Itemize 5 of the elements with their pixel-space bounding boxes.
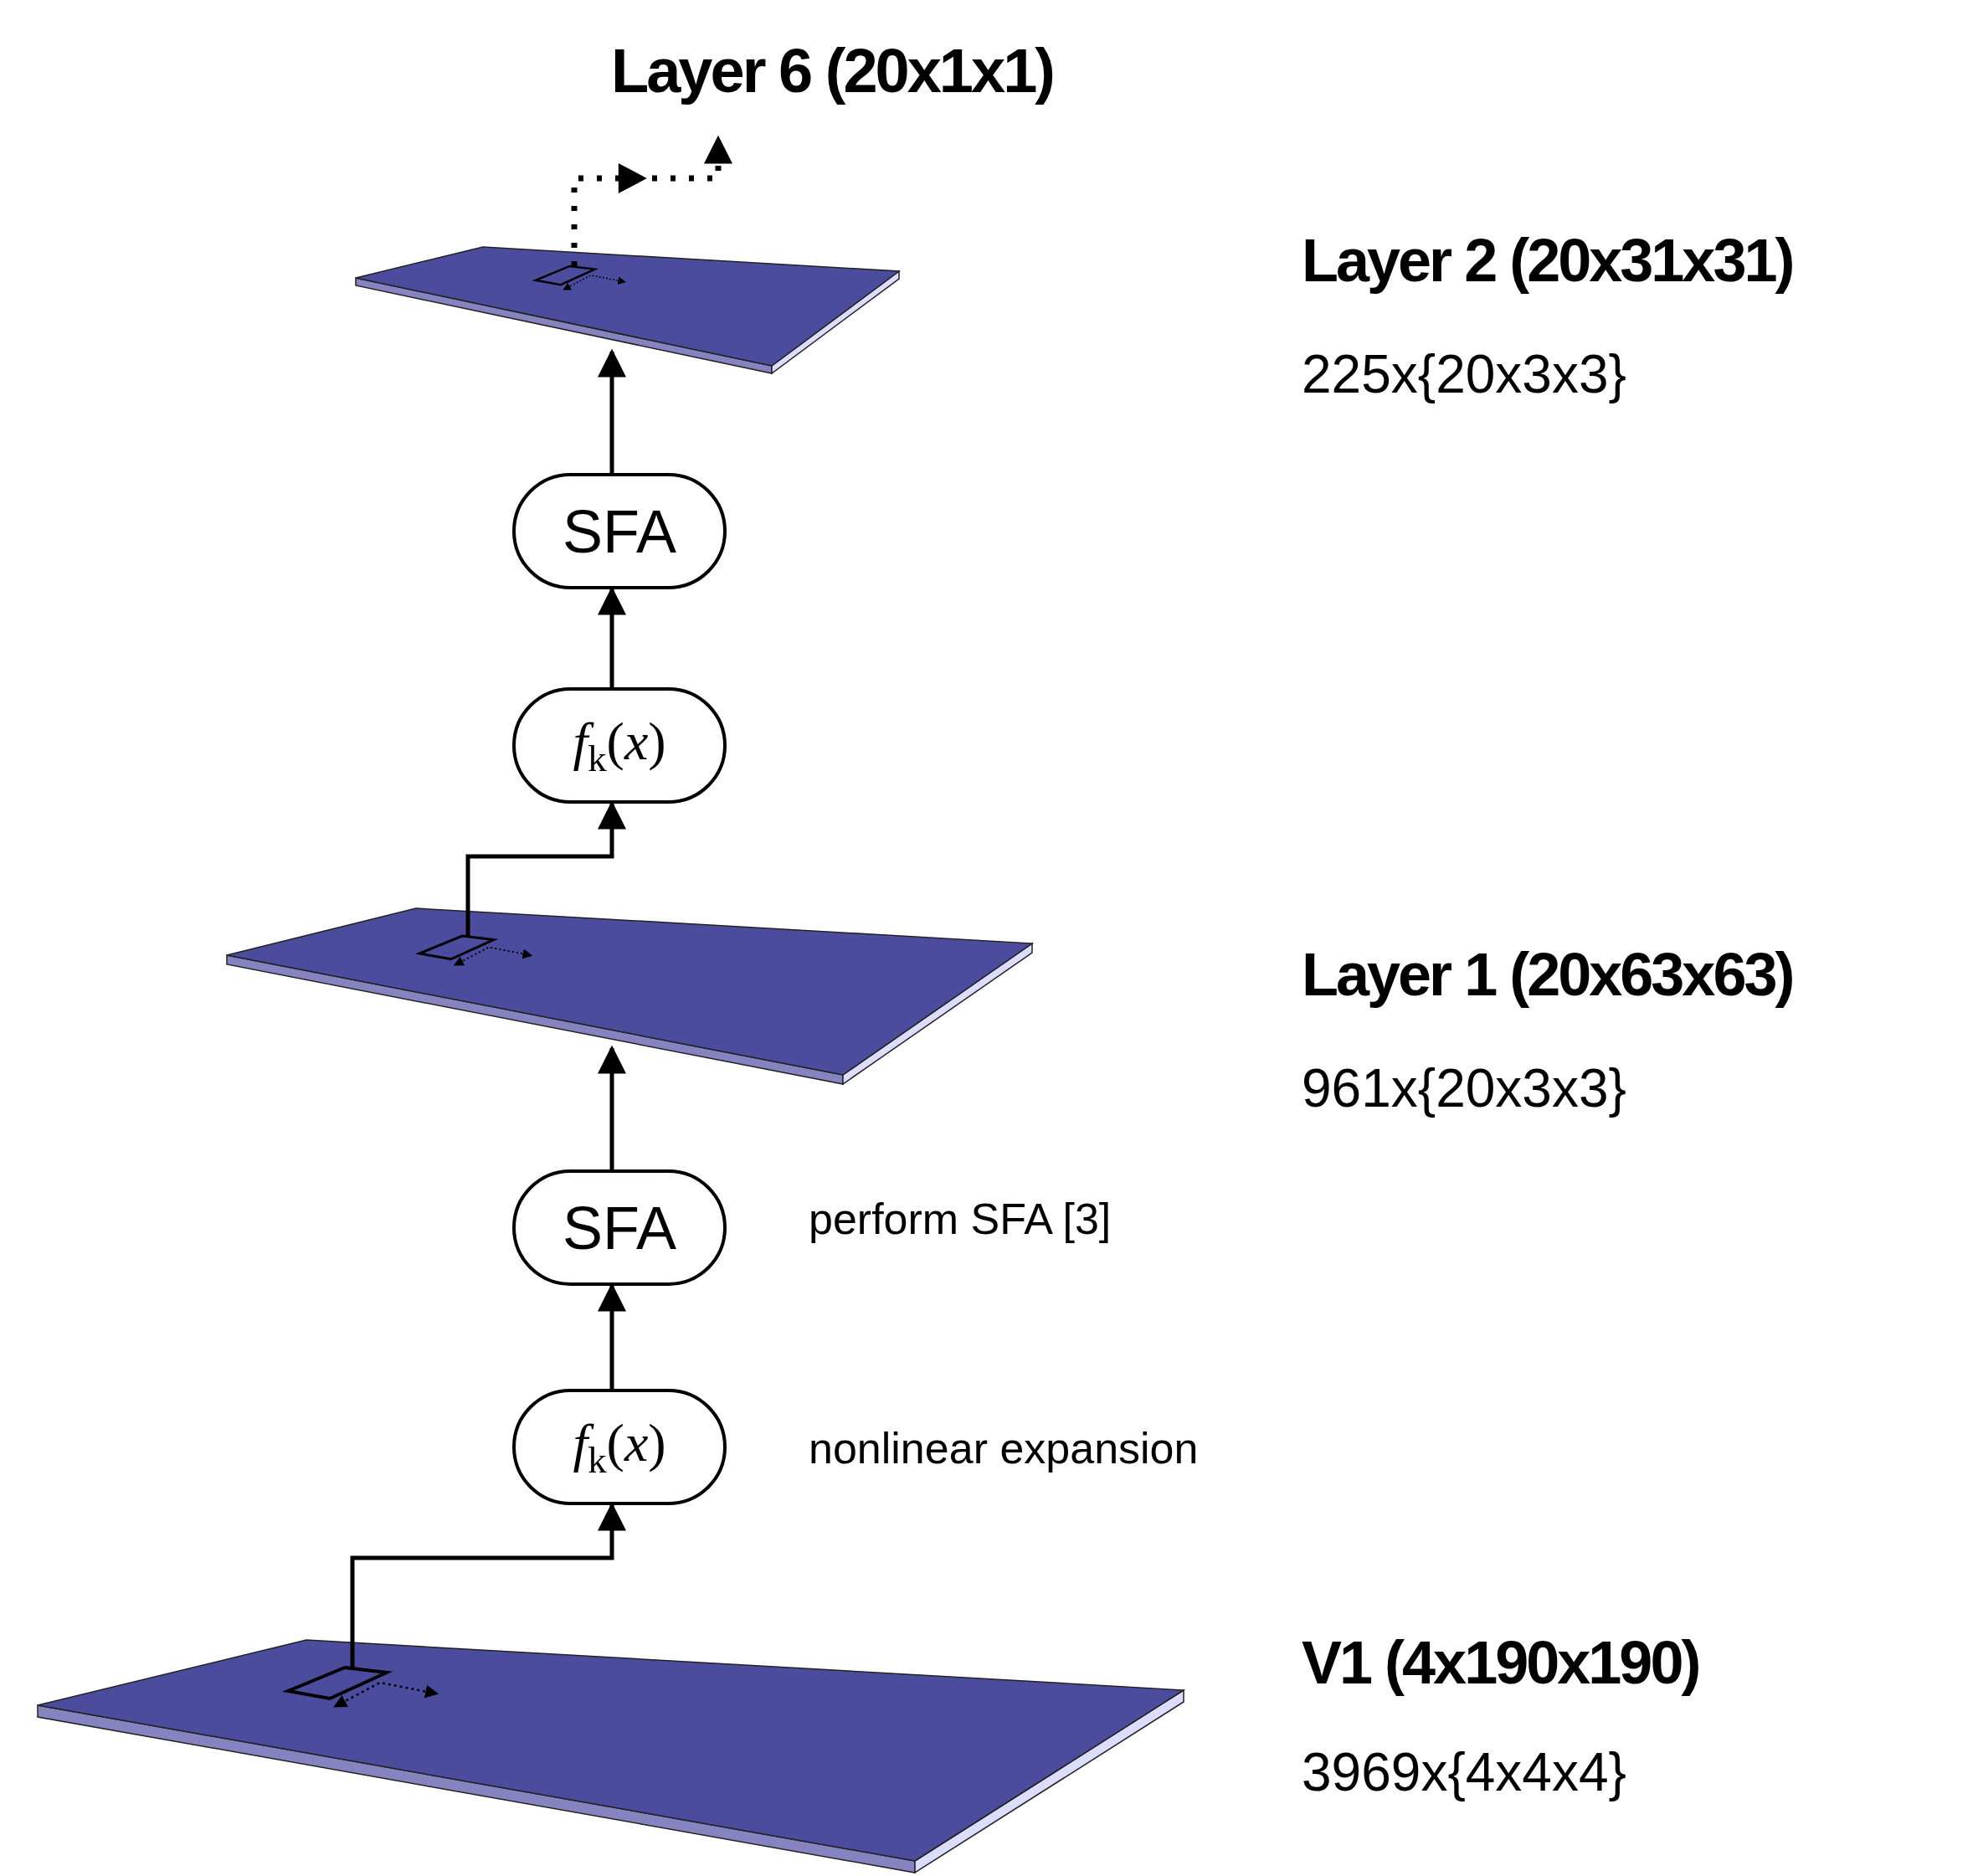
node-label: SFA xyxy=(562,496,677,566)
node-label: SFA xyxy=(562,1193,677,1262)
layer-heading: Layer 6 (20x1x1) xyxy=(611,40,1053,136)
node-label: f$_{k}$(x) xyxy=(573,1412,666,1482)
node-label: f$_{k}$(x) xyxy=(573,711,666,780)
